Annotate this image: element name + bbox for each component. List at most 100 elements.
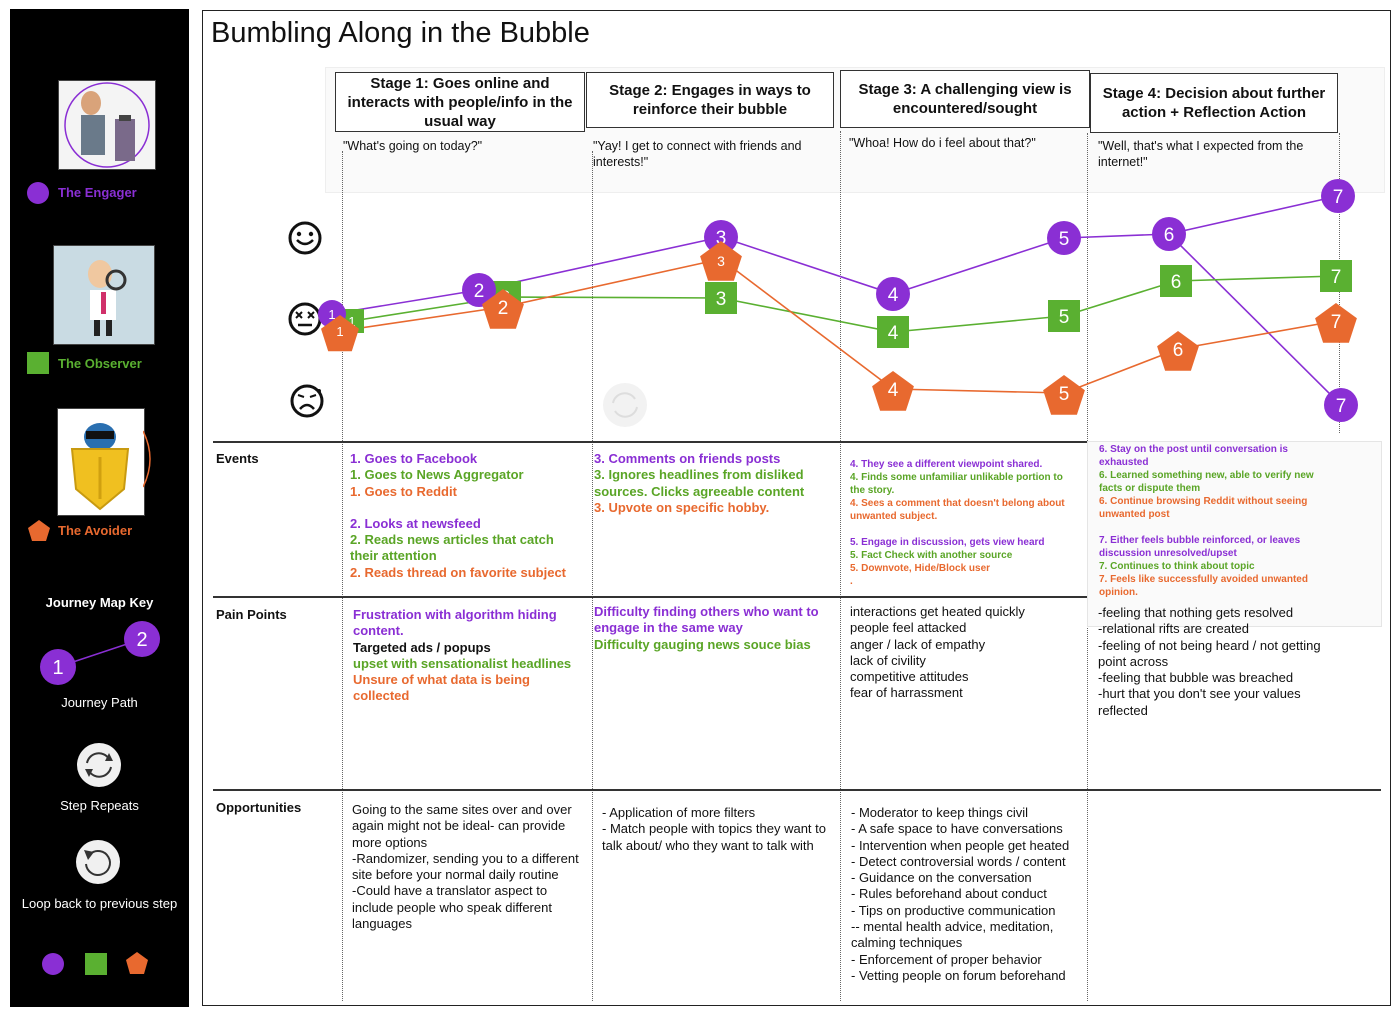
pain-points-stage-4: -feeling that nothing gets resolved-rela… [1098,605,1338,719]
events-stage-3: 4. They see a different viewpoint shared… [850,458,1075,588]
step-number: 3 [716,228,727,249]
opps-item: Going to the same sites over and over ag… [352,802,572,850]
pain-item: Targeted ads / popups [353,639,491,655]
journey-path-segment [892,237,1065,295]
journey-path-segment [720,258,894,390]
events-item: 4. Sees a comment that doesn't belong ab… [850,498,1065,522]
pain-item: -feeling of not being heard / not gettin… [1098,637,1321,669]
journey-path-key-graphic: 2 1 [40,621,160,685]
opps-item: - Vetting people on forum beforehand [851,967,1066,983]
circle-step-marker: 6 [1152,217,1186,251]
step-number: 7 [1331,312,1342,333]
loop-back-label: Loop back to previous step [21,896,178,911]
pain-points-stage-1: Frustration with algorithm hiding conten… [353,607,588,705]
opps-item: - Moderator to keep things civil [851,805,1029,820]
stage-4-title: Stage 4: Decision about further action +… [1090,73,1338,133]
pain-item: -feeling that bubble was breached [1098,670,1294,686]
opps-item: - Intervention when people get heated [851,837,1070,853]
pain-item: fear of harrassment [850,685,963,701]
pain-item: -feeling that nothing gets resolved [1098,605,1294,620]
circle-step-marker: 3 [704,220,738,254]
avoider-pentagon-icon [28,520,50,541]
row-divider [213,789,1381,791]
observer-square-icon [27,352,49,374]
circle-step-marker: 4 [876,277,910,311]
step-number: 4 [888,323,899,344]
opportunities-stage-3: - Moderator to keep things civil- A safe… [851,805,1079,984]
journey-path-segment [892,315,1065,333]
row-divider [213,441,1381,443]
journey-path-segment [1175,275,1337,282]
stage-1-title: Stage 1: Goes online and interacts with … [335,72,585,132]
step-repeats-label: Step Repeats [60,798,139,813]
pain-item: upset with sensationalist headlines [353,655,572,671]
events-item [1099,521,1329,534]
step-number: 5 [1059,384,1070,405]
step-number: 6 [1173,340,1184,361]
stage-3-title: Stage 3: A challenging view is encounter… [840,70,1090,128]
journey-path-segment [1168,233,1342,406]
circle-step-marker: 7 [1324,388,1358,422]
opps-item: - Tips on productive communication [851,902,1056,918]
stage-1-quote: "What's going on today?" [343,139,483,153]
loop-back-icon [76,840,120,884]
events-item: 6. Learned something new, able to verify… [1099,470,1314,494]
opps-item: - Rules beforehand about conduct [851,886,1047,902]
circle-step-marker: 7 [1321,179,1355,213]
events-row-label: Events [216,451,259,466]
pain-item: lack of civility [850,652,926,668]
events-item: . [850,576,853,587]
square-step-marker: 6 [1160,265,1192,297]
opps-item: - Application of more filters [602,805,756,820]
step-number: 3 [716,289,727,310]
row-divider [213,596,1381,598]
engager-circle-icon [27,182,49,204]
stage-2-title: Stage 2: Engages in ways to reinforce th… [586,72,834,128]
stage-3-quote: "Whoa! How do i feel about that?" [849,136,1036,150]
column-divider [342,151,343,1001]
step-number: 4 [888,380,899,401]
events-item: 7. Continues to think about topic [1099,561,1255,572]
events-item: 3. Comments on friends posts [594,451,781,466]
pentagon-step-marker: 7 [1315,303,1357,343]
journey-path-segment [720,236,894,295]
avoider-persona-image [57,408,145,516]
step-number: 7 [1333,187,1344,208]
step-number: 4 [888,285,899,306]
events-item: 1. Goes to Reddit [350,483,457,499]
opportunities-row-label: Opportunities [216,800,302,815]
pentagon-step-marker: 6 [1157,331,1199,371]
square-step-marker: 7 [1320,260,1352,292]
events-item: 2. Looks at newsfeed [350,515,481,531]
opps-item: -Could have a translator aspect to inclu… [352,883,552,932]
pentagon-step-marker: 5 [1043,375,1085,415]
step-number: 7 [1336,396,1347,417]
pain-item: -hurt that you don't see your values ref… [1098,686,1301,718]
engager-label: The Engager [58,185,137,200]
pain-points-row-label: Pain Points [216,607,287,622]
pain-item: -relational rifts are created [1098,621,1250,637]
events-item: 7. Either feels bubble reinforced, or le… [1099,535,1301,559]
pain-points-stage-2: Difficulty finding others who want to en… [594,604,829,653]
journey-path-segment [720,297,894,333]
events-stage-4: 6. Stay on the post until conversation i… [1099,443,1329,599]
journey-path-segment [1168,195,1339,235]
events-item: 5. Downvote, Hide/Block user [850,563,991,574]
repeat-icon [77,743,121,787]
events-item: 4. They see a different viewpoint shared… [850,459,1043,470]
pentagon-step-marker: 3 [700,241,742,281]
journey-path-segment [1063,280,1177,317]
journey-path-segment [1177,320,1337,350]
step-number: 2 [498,298,509,319]
column-divider [840,131,841,1001]
legend-sidebar: The Engager The Observer The Avoider [10,9,189,1007]
square-step-marker: 5 [1048,300,1080,332]
stage-4-quote: "Well, that's what I expected from the i… [1098,139,1304,169]
opportunities-stage-2: - Application of more filters- Match peo… [602,805,834,854]
pain-item: people feel attacked [850,620,967,636]
journey-chart: 1234567123456771234567 [318,179,1358,422]
step-number: 1 [336,324,343,339]
events-item: 7. Feels like successfully avoided unwan… [1099,574,1308,598]
events-item: 2. Reads thread on favorite subject [350,564,567,580]
